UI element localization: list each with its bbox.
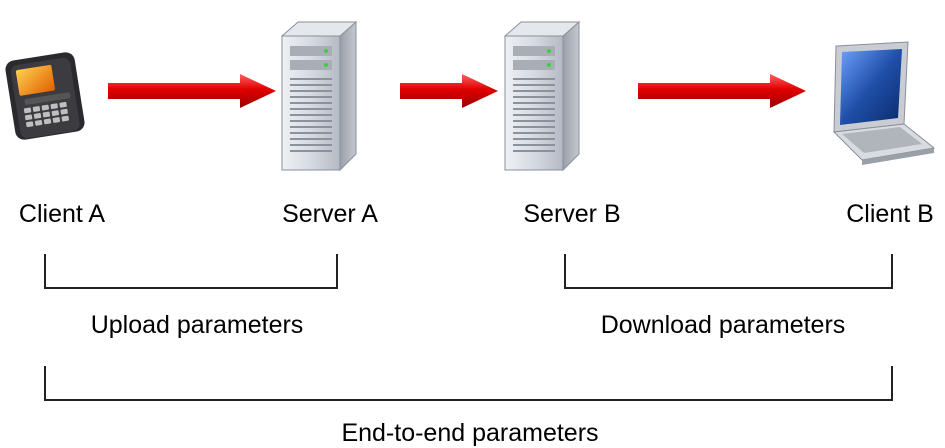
end-to-end-bracket [44, 366, 893, 401]
server-b-label: Server B [523, 200, 621, 228]
server-tower-icon [503, 20, 581, 172]
smartphone-icon [5, 52, 85, 140]
laptop-icon [832, 41, 936, 165]
download-parameters-label: Download parameters [600, 311, 846, 339]
client-a-label: Client A [18, 200, 106, 228]
client-b-label: Client B [846, 200, 934, 228]
arrow-server-b-to-client-b [638, 74, 806, 108]
arrow-client-a-to-server-a [108, 74, 276, 108]
server-tower-icon [280, 20, 358, 172]
upload-parameters-label: Upload parameters [90, 311, 304, 339]
download-bracket [564, 254, 893, 289]
upload-bracket [44, 254, 338, 289]
end-to-end-parameters-label: End-to-end parameters [341, 419, 599, 447]
arrow-server-a-to-server-b [400, 74, 498, 108]
server-a-label: Server A [282, 200, 378, 228]
